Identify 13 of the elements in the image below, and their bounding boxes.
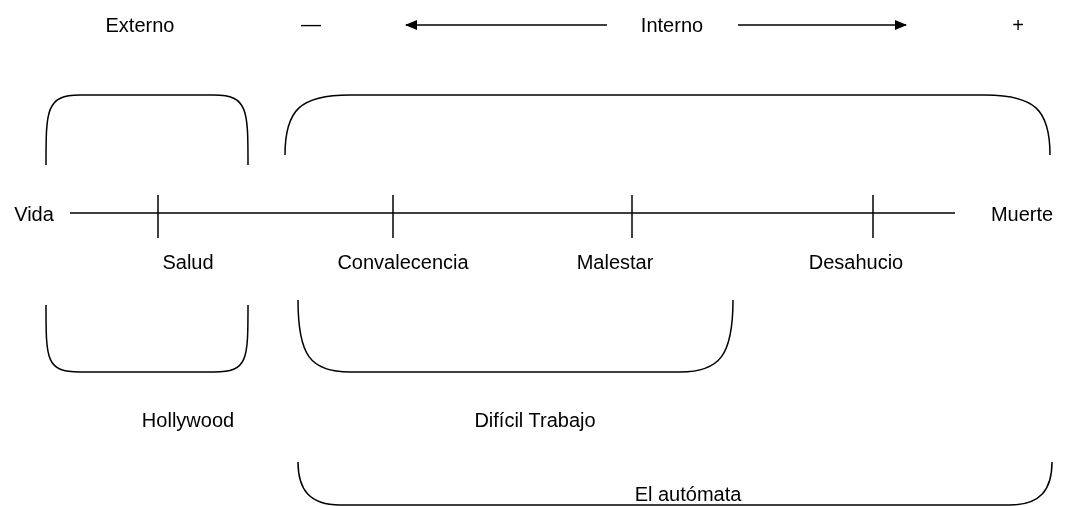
axis-label: Hollywood [141, 408, 235, 432]
axis-label: Convalecencia [337, 250, 469, 274]
axis-label: Malestar [576, 250, 654, 274]
axis-label: Vida [14, 202, 54, 226]
minus-sign: — [301, 12, 321, 36]
axis-label: El autómata [634, 482, 742, 506]
axis-label: Difícil Trabajo [474, 408, 596, 432]
axis-label: Muerte [990, 202, 1054, 226]
axis-label: Interno [640, 13, 704, 37]
axis-label: Externo [105, 13, 175, 37]
axis-label: Desahucio [808, 250, 904, 274]
axis-label: Salud [162, 250, 214, 274]
plus-sign: + [1012, 13, 1024, 37]
